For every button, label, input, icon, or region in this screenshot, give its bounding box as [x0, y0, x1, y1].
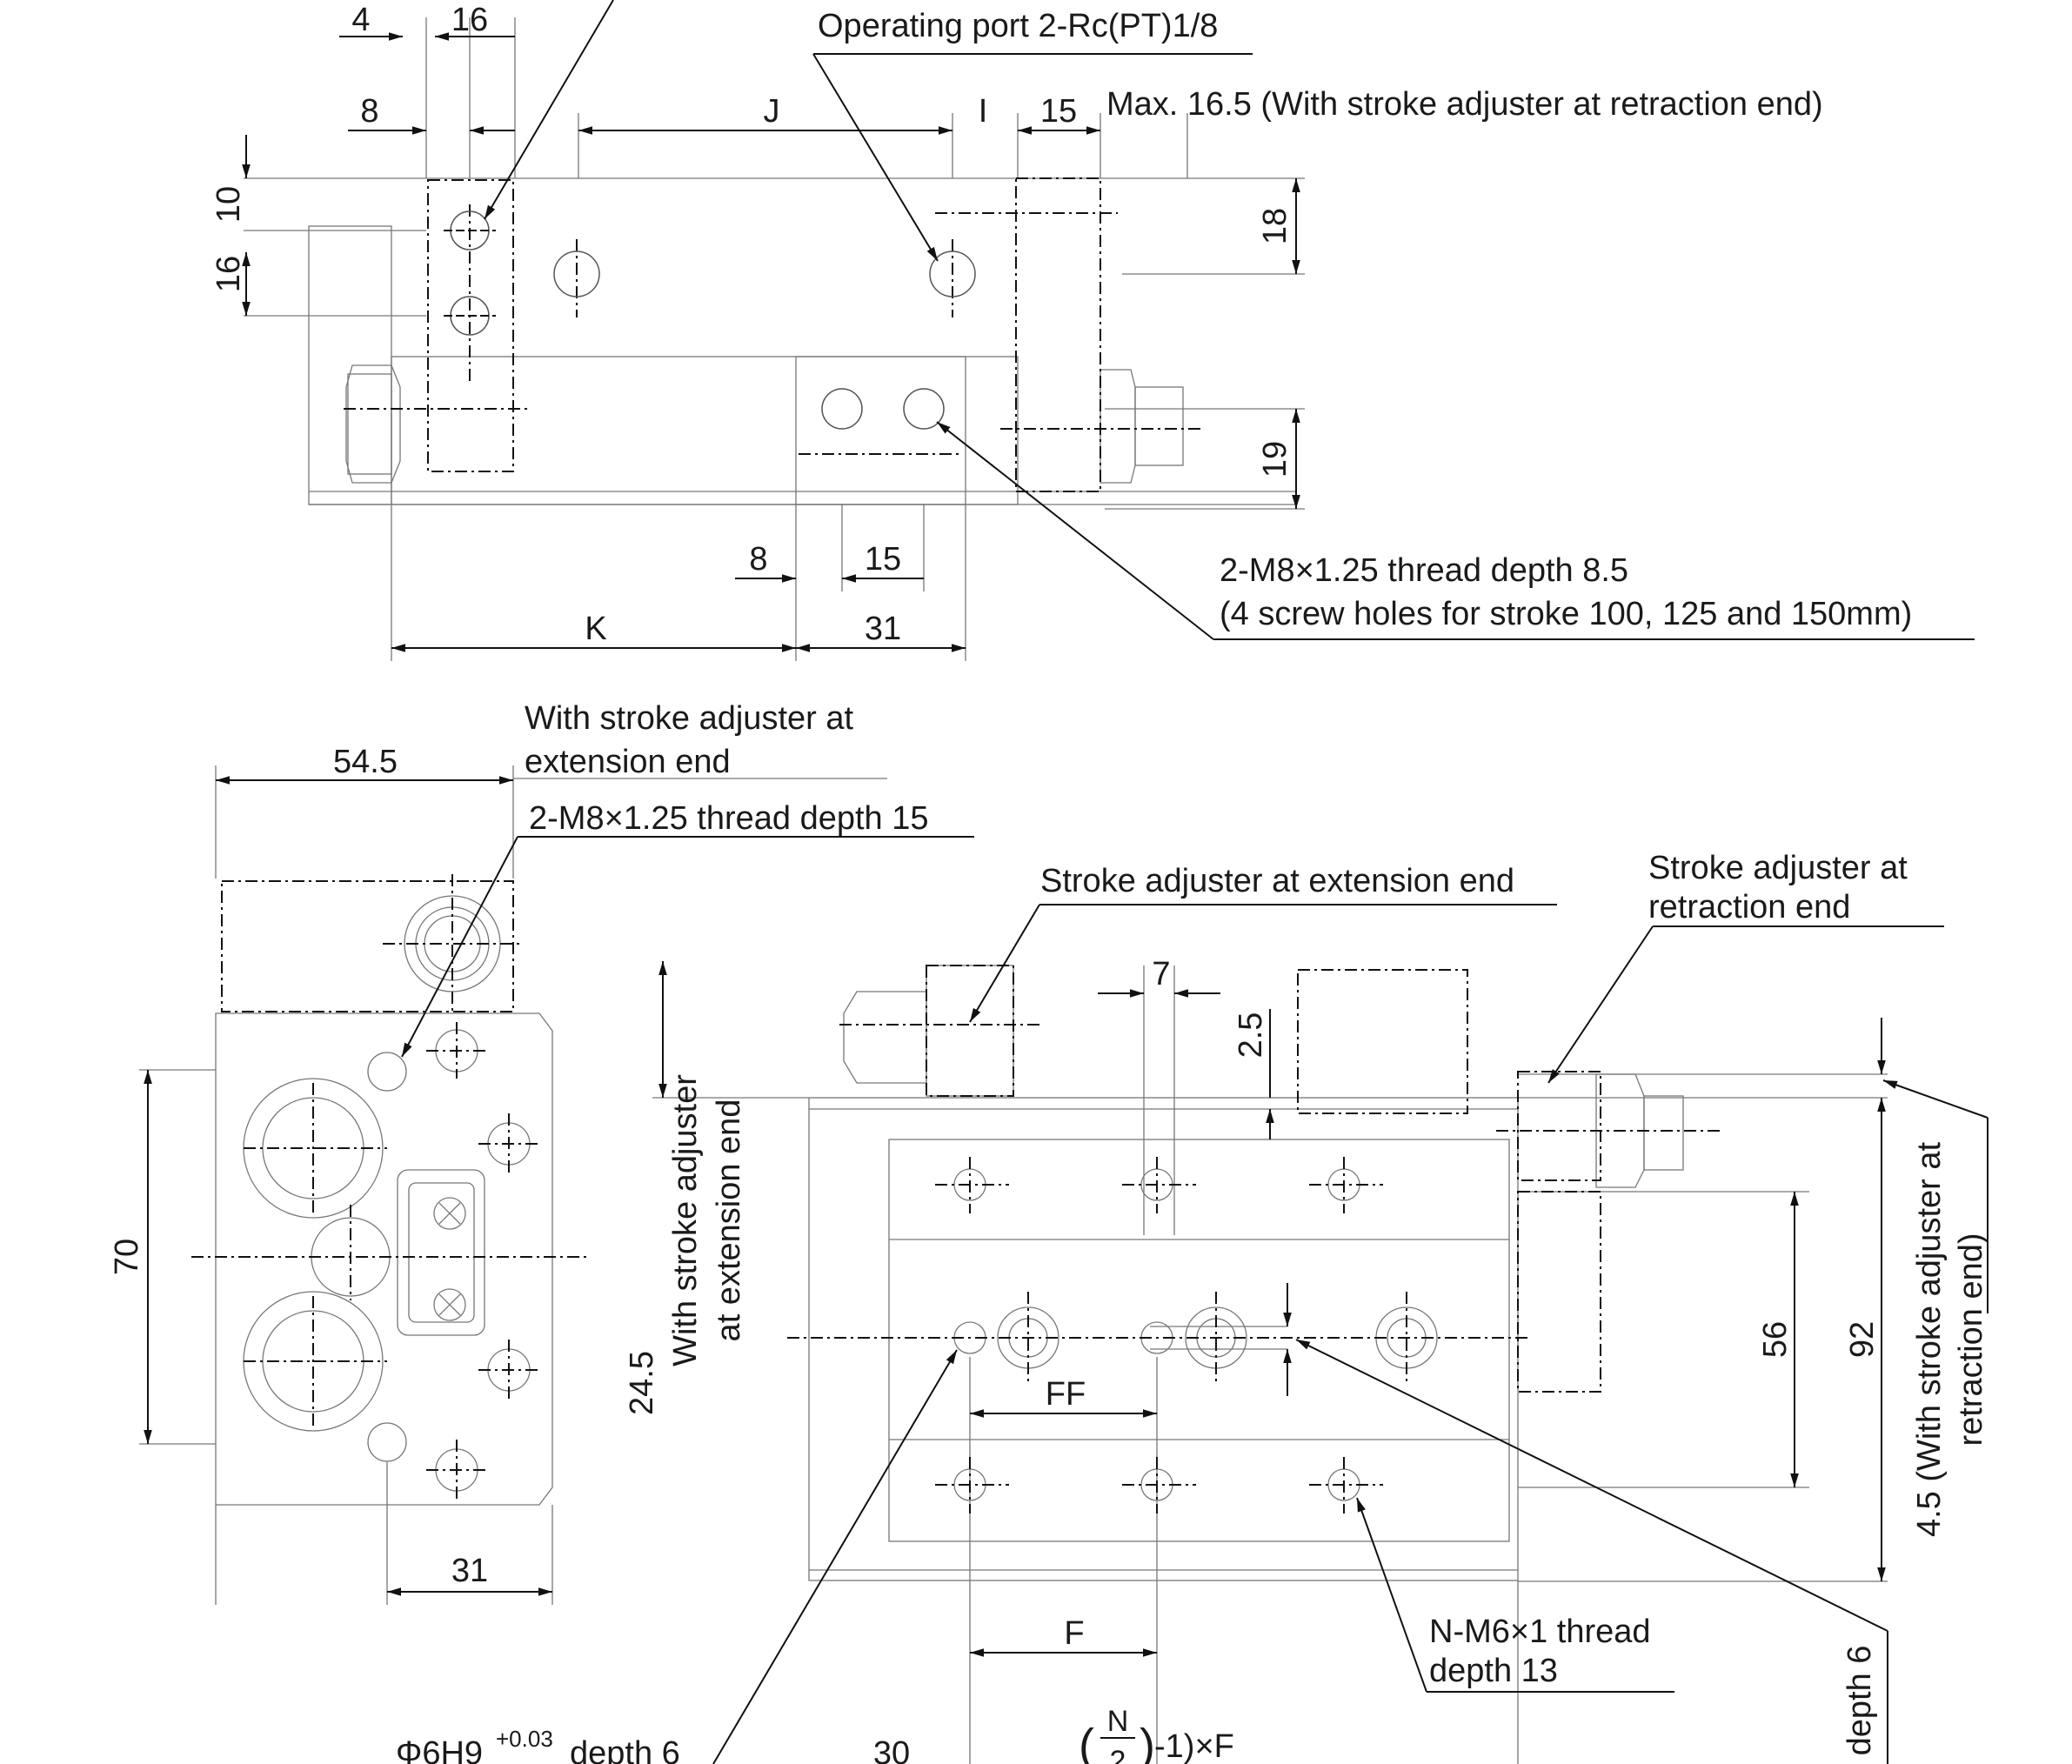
right-note-line-1: 4.5 (With stroke adjuster at	[1911, 1142, 1948, 1538]
phi-tolerance: +0.03	[496, 1726, 553, 1752]
phi-hole-note: Φ6H9	[396, 1735, 483, 1764]
dim-10: 10	[211, 186, 247, 223]
ext-adjuster-note-2: extension end	[525, 744, 731, 780]
formula-numerator: N	[1107, 1705, 1129, 1738]
formula-coefficient: -1)×F	[1154, 1728, 1234, 1764]
dim-31: 31	[865, 611, 901, 647]
dim-8: 8	[360, 93, 378, 130]
dim-54-5: 54.5	[333, 744, 398, 780]
phi-hole-depth: depth 6	[570, 1735, 680, 1764]
adjuster-retraction-note-1: Stroke adjuster at	[1648, 850, 1908, 886]
dim-16: 16	[451, 2, 488, 38]
dim-I: I	[979, 93, 988, 130]
dim-19: 19	[1257, 441, 1293, 478]
dim-4: 4	[351, 2, 370, 38]
formula-close-paren: )	[1140, 1720, 1155, 1764]
ext-adjuster-note-1: With stroke adjuster at	[525, 700, 853, 737]
formula-denominator: 2	[1110, 1745, 1126, 1764]
dim-31-end: 31	[451, 1553, 488, 1589]
dim-16-vertical: 16	[211, 256, 247, 292]
left-note-line-1: With stroke adjuster	[667, 1074, 704, 1366]
screw-holes-note: (4 screw holes for stroke 100, 125 and 1…	[1220, 596, 1912, 632]
dim-30: 30	[873, 1735, 910, 1764]
thread-depth-note: 2-M8×1.25 thread depth 8.5	[1220, 552, 1628, 589]
dim-FF: FF	[1046, 1376, 1086, 1413]
dim-F: F	[1064, 1615, 1084, 1652]
dim-18: 18	[1257, 208, 1293, 244]
top-view-labels: 4 16 8 J I 15 Operating port 2-Rc(PT)1/8…	[211, 2, 1912, 647]
n-thread-note-2: depth 13	[1429, 1653, 1558, 1689]
dim-K: K	[585, 611, 606, 647]
dim-J: J	[764, 93, 780, 130]
adjuster-retraction-note-2: retraction end	[1648, 889, 1850, 925]
end-view-labels: 54.5 With stroke adjuster at extension e…	[109, 700, 929, 1589]
dim-8-lower: 8	[749, 541, 767, 578]
dim-7: 7	[1152, 956, 1170, 992]
depth-6-vertical: depth 6	[1841, 1646, 1878, 1756]
side-view	[652, 904, 1988, 1764]
left-note-line-2: at extension end	[711, 1099, 747, 1342]
dim-24-5: 24.5	[624, 1351, 660, 1415]
dim-70: 70	[109, 1239, 145, 1275]
top-view	[242, 0, 1975, 661]
dim-56: 56	[1757, 1321, 1794, 1358]
operating-port-note: Operating port 2-Rc(PT)1/8	[818, 8, 1218, 44]
side-view-labels: Stroke adjuster at extension end Stroke …	[396, 850, 1989, 1764]
dim-92: 92	[1844, 1321, 1881, 1358]
dim-15-lower: 15	[865, 541, 901, 578]
n-thread-note-1: N-M6×1 thread	[1429, 1614, 1651, 1650]
thread-depth-15-note: 2-M8×1.25 thread depth 15	[529, 800, 929, 837]
end-view	[139, 765, 974, 1605]
formula-open-paren: (	[1079, 1720, 1094, 1764]
adjuster-extension-end-note: Stroke adjuster at extension end	[1040, 863, 1514, 899]
dim-2-5: 2.5	[1233, 1012, 1269, 1059]
right-note-line-2: retraction end)	[1953, 1233, 1989, 1446]
max-retraction-note: Max. 16.5 (With stroke adjuster at retra…	[1106, 86, 1823, 123]
dim-15: 15	[1040, 93, 1077, 130]
